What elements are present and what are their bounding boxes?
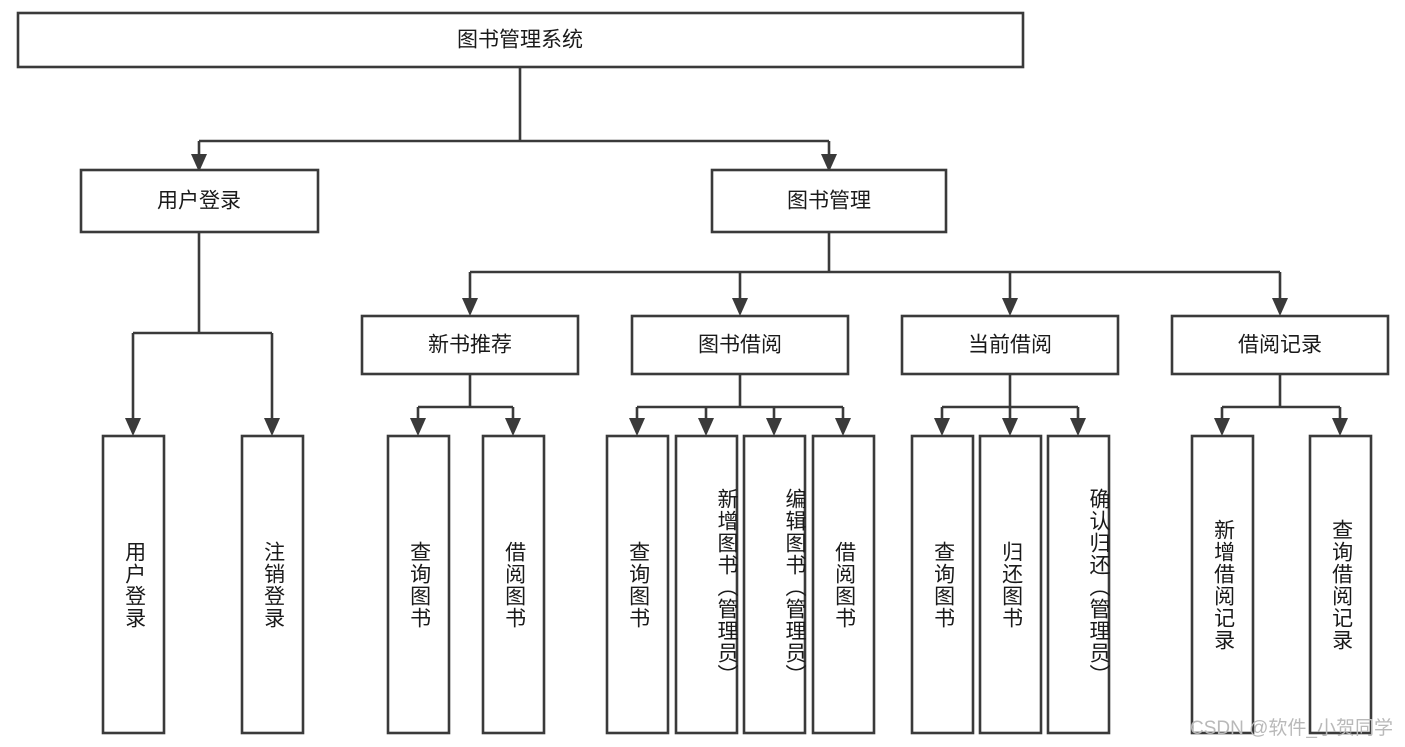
leaf-box-book-borrow-0[interactable] [605, 434, 670, 735]
arrow-head-leaf-cb-1 [1002, 418, 1018, 436]
leaf-box-book-borrow-2[interactable] [742, 434, 807, 735]
connector-user-login-to-leaves [125, 232, 280, 436]
node-label-borrow-record: 借阅记录 [1238, 334, 1322, 357]
arrow-head-leaf-bb-1 [698, 418, 714, 436]
arrow-head-leaf-br-1 [1332, 418, 1348, 436]
connector-book-manage-to-level3 [462, 232, 1288, 316]
arrow-head-leaf-cb-2 [1070, 418, 1086, 436]
leaf-box-current-borrow-1[interactable] [978, 434, 1043, 735]
node-label-root: 图书管理系统 [457, 29, 583, 52]
node-label-new-book-recommend: 新书推荐 [428, 334, 512, 357]
leaf-box-current-borrow-2[interactable] [1046, 434, 1111, 735]
node-label-book-manage: 图书管理 [787, 190, 871, 213]
arrow-head-leaf-ul-1 [264, 418, 280, 436]
node-label-book-borrow: 图书借阅 [698, 334, 782, 357]
arrow-head-l3-1 [732, 298, 748, 316]
leaf-box-book-borrow-1[interactable] [674, 434, 739, 735]
leaf-box-book-borrow-3[interactable] [811, 434, 876, 735]
leaf-box-current-borrow-0[interactable] [910, 434, 975, 735]
arrow-head-leaf-cb-0 [934, 418, 950, 436]
arrow-head-leaf-nb-1 [505, 418, 521, 436]
leaf-box-user-login-0[interactable] [101, 434, 166, 735]
node-box-book-manage[interactable] [710, 168, 948, 234]
arrow-head-l3-2 [1002, 298, 1018, 316]
node-box-book-borrow[interactable] [630, 314, 850, 376]
csdn-watermark: CSDN @软件_小贺同学 [1190, 718, 1393, 739]
arrow-head-leaf-bb-0 [629, 418, 645, 436]
leaf-box-borrow-record-0[interactable] [1190, 434, 1255, 735]
node-box-user-login[interactable] [79, 168, 320, 234]
node-box-borrow-record[interactable] [1170, 314, 1390, 376]
arrow-head-leaf-nb-0 [410, 418, 426, 436]
connector-borrow-record-to-leaves [1214, 374, 1348, 436]
arrow-head-leaf-ul-0 [125, 418, 141, 436]
connector-book-borrow-to-leaves [629, 374, 851, 436]
node-box-root[interactable] [16, 11, 1025, 69]
arrow-head-leaf-br-0 [1214, 418, 1230, 436]
leaf-box-user-login-1[interactable] [240, 434, 305, 735]
arrow-head-book-manage [821, 154, 837, 172]
leaf-box-new-book-0[interactable] [386, 434, 451, 735]
leaf-box-new-book-1[interactable] [481, 434, 546, 735]
arrow-head-leaf-bb-3 [835, 418, 851, 436]
connector-current-borrow-to-leaves [934, 374, 1086, 436]
arrow-head-leaf-bb-2 [766, 418, 782, 436]
node-label-current-borrow: 当前借阅 [968, 334, 1052, 357]
node-box-new-book-recommend[interactable] [360, 314, 580, 376]
node-label-user-login: 用户登录 [157, 190, 241, 213]
node-box-current-borrow[interactable] [900, 314, 1120, 376]
arrow-head-l3-3 [1272, 298, 1288, 316]
arrow-head-user-login [191, 154, 207, 172]
arrow-head-l3-0 [462, 298, 478, 316]
connector-new-book-to-leaves [410, 374, 521, 436]
connector-root-to-level2 [191, 67, 837, 172]
leaf-box-borrow-record-1[interactable] [1308, 434, 1373, 735]
